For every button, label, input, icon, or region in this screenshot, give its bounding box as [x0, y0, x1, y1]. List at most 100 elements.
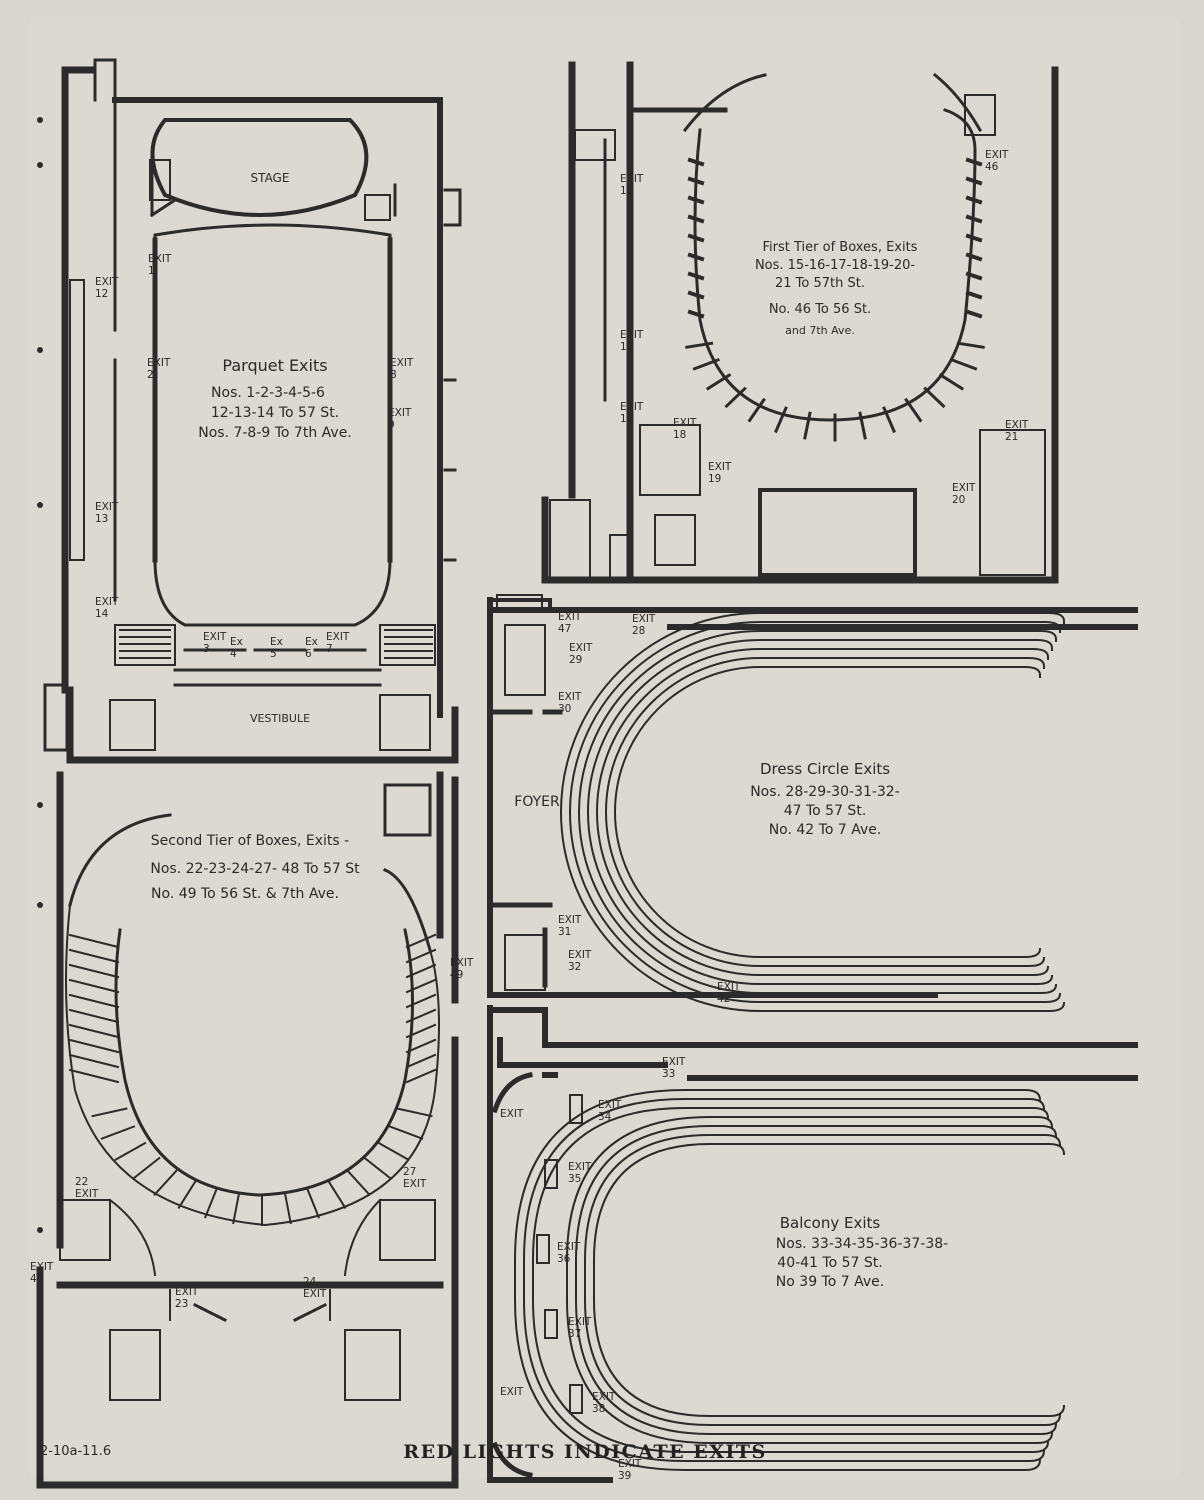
seating-row: [614, 666, 1042, 958]
exit-door: [544, 1159, 558, 1189]
box-divider: [68, 933, 120, 949]
box-divider: [705, 373, 732, 391]
dress-circle-labels: FOYER Dress Circle Exits Nos. 28-29-30-3…: [514, 611, 900, 1005]
box-divider: [405, 978, 437, 994]
second-tier-box-rows: [68, 933, 437, 1226]
box-divider: [965, 157, 983, 167]
balcony-heading: Balcony Exits: [780, 1214, 881, 1232]
dress-circle-line-2: 47 To 57 St.: [784, 803, 867, 819]
box-divider: [68, 1038, 120, 1054]
seating-row: [569, 621, 1062, 1003]
seating-row: [596, 648, 1050, 976]
box-divider: [232, 1192, 241, 1225]
box-divider: [687, 309, 705, 319]
seating-row: [584, 1134, 1062, 1426]
box-divider: [965, 233, 983, 243]
box-divider: [377, 1141, 410, 1161]
box-divider: [965, 214, 983, 224]
balcony-plan: [487, 1005, 1138, 1483]
first-tier-line-1: Nos. 15-16-17-18-19-20-: [755, 258, 915, 273]
box-divider: [68, 993, 120, 1009]
exit-door: [569, 1384, 583, 1414]
box-divider: [687, 195, 705, 205]
box-divider: [177, 1179, 197, 1209]
box-divider: [965, 195, 983, 205]
box-divider: [405, 1023, 437, 1039]
box-divider: [965, 290, 983, 300]
box-divider: [687, 176, 705, 186]
box-divider: [405, 933, 437, 949]
box-divider: [687, 214, 705, 224]
box-divider: [68, 1053, 120, 1069]
foyer-label: FOYER: [514, 794, 560, 810]
exit-door: [536, 1234, 550, 1264]
parquet-plan: [43, 58, 462, 764]
box-divider: [956, 341, 985, 349]
box-divider: [405, 1068, 437, 1084]
box-divider: [405, 993, 437, 1009]
box-divider: [692, 357, 720, 371]
box-divider: [950, 357, 978, 371]
box-divider: [774, 406, 788, 434]
second-tier-labels: Second Tier of Boxes, Exits - Nos. 22-23…: [30, 833, 474, 1310]
first-tier-line-2: 21 To 57th St.: [775, 276, 865, 291]
box-divider: [68, 963, 120, 979]
box-divider: [858, 411, 867, 440]
box-divider: [405, 1008, 437, 1024]
box-divider: [396, 1107, 433, 1118]
seating-row: [532, 1107, 1050, 1453]
parquet-labels: STAGE VESTIBULE Parquet Exits Nos. 1-2-3…: [95, 171, 414, 725]
box-divider: [68, 1023, 120, 1039]
second-tier-line-1: Nos. 22-23-24-27- 48 To 57 St: [150, 861, 360, 877]
first-tier-labels: First Tier of Boxes, Exits Nos. 15-16-17…: [620, 149, 1029, 506]
exit-door: [544, 1309, 558, 1339]
box-divider: [685, 341, 714, 349]
stage-label: STAGE: [251, 171, 290, 185]
box-divider: [882, 406, 896, 434]
box-divider: [747, 397, 766, 423]
seating-row: [523, 1098, 1046, 1462]
box-divider: [305, 1187, 321, 1219]
box-divider: [346, 1169, 371, 1197]
parquet-line-3: Nos. 7-8-9 To 7th Ave.: [198, 425, 352, 441]
box-divider: [904, 397, 923, 423]
box-divider: [68, 978, 120, 994]
balcony-rows: [514, 1089, 1066, 1471]
box-divider: [363, 1156, 392, 1180]
box-divider: [132, 1156, 161, 1180]
box-divider: [965, 176, 983, 186]
page-title: RED LIGHTS INDICATE EXITS: [403, 1441, 766, 1463]
box-divider: [687, 157, 705, 167]
box-divider: [114, 1141, 147, 1161]
box-divider: [68, 948, 120, 964]
box-divider: [327, 1179, 347, 1209]
balcony-line-3: No 39 To 7 Ave.: [776, 1274, 884, 1290]
parquet-heading: Parquet Exits: [222, 356, 327, 375]
box-divider: [405, 1038, 437, 1054]
